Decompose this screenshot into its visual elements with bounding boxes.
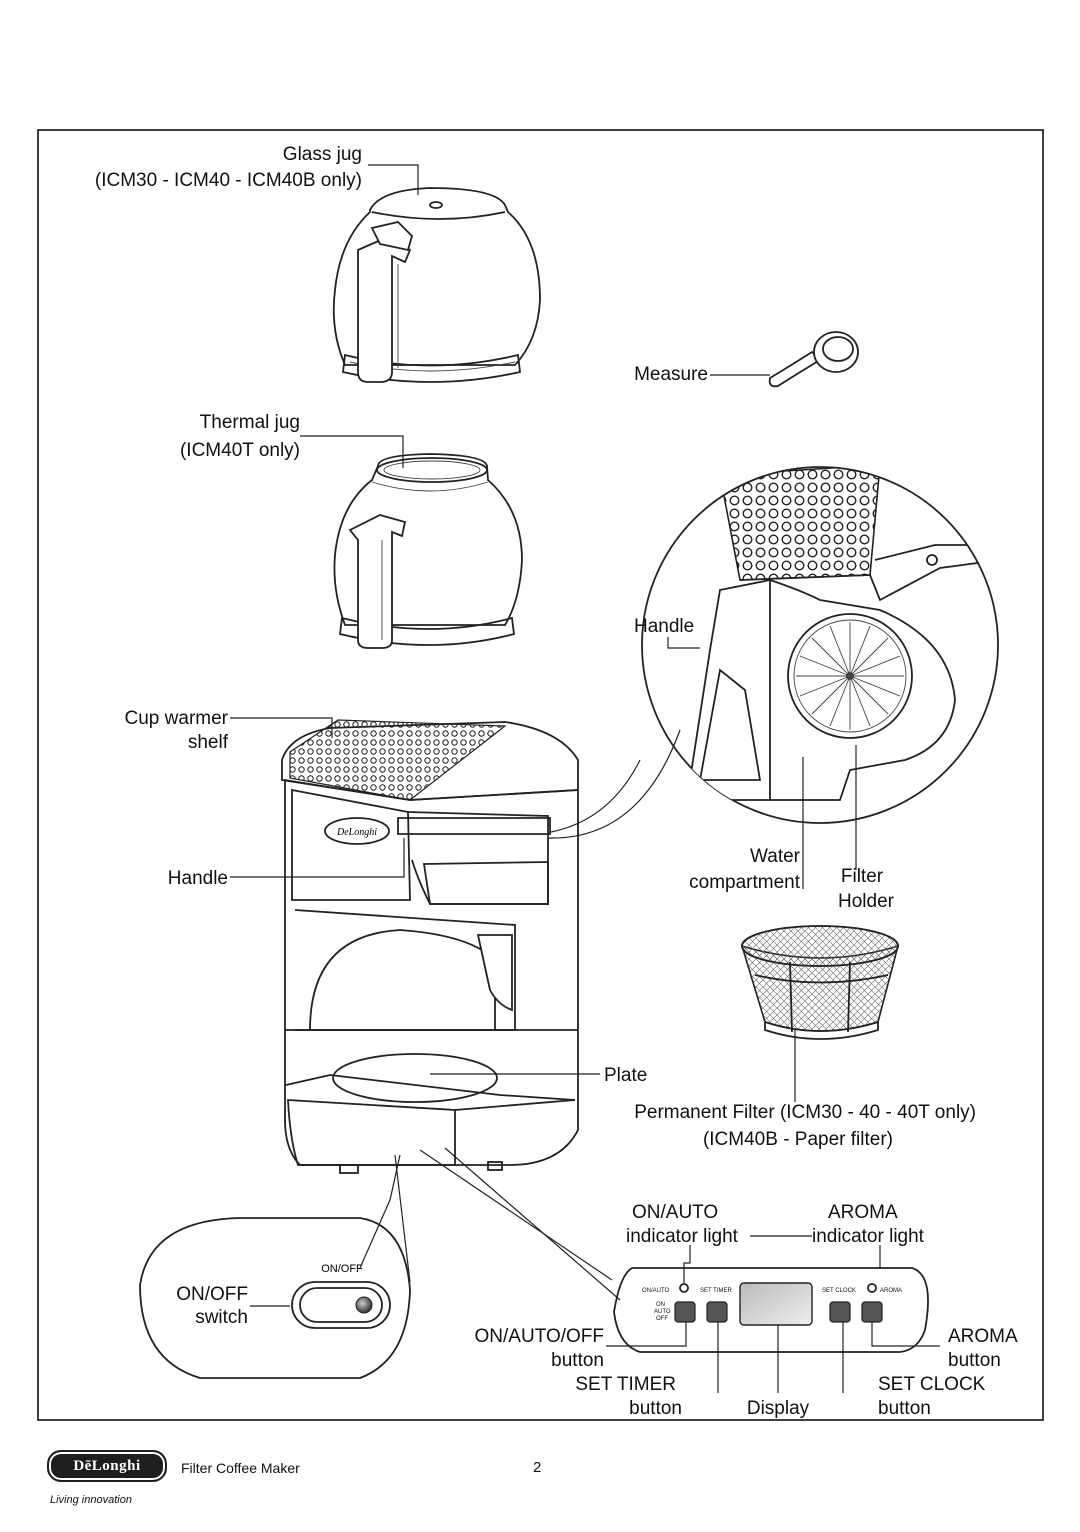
- page-frame: [37, 129, 1044, 1421]
- thermal-jug-label: Thermal jug: [200, 412, 300, 433]
- cup-warmer-label: Cup warmer: [125, 708, 229, 729]
- handle-label: Handle: [168, 868, 228, 889]
- set-clock-label: SET CLOCK: [878, 1374, 986, 1395]
- panel-aroma-label: AROMA: [880, 1288, 902, 1294]
- panel-off-text: OFF: [656, 1316, 668, 1322]
- set-timer-word: button: [629, 1398, 682, 1419]
- filter-holder-zoom: [641, 466, 999, 824]
- measure-spoon-illustration: [768, 331, 859, 388]
- onoff-switch-zoom: ON/OFF: [139, 1217, 411, 1379]
- machine-brand: DeLonghi: [336, 827, 377, 838]
- handle-zoom-label: Handle: [634, 616, 694, 637]
- on-auto-off-button-label: ON/AUTO/OFF: [475, 1326, 604, 1347]
- control-panel-illustration: ON/AUTO SET TIMER SET CLOCK AROMA ON AUT…: [613, 1267, 929, 1353]
- aroma-indicator-label: indicator light: [812, 1226, 925, 1247]
- logo-text: DēLonghi: [73, 1458, 141, 1474]
- permanent-filter-label: Permanent Filter (ICM30 - 40 - 40T only): [634, 1102, 976, 1123]
- set-clock-button[interactable]: [829, 1301, 851, 1323]
- tagline: Living innovation: [50, 1494, 132, 1506]
- set-timer-button[interactable]: [706, 1301, 728, 1323]
- on-auto-indicator-light: [679, 1283, 689, 1293]
- thermal-jug-illustration: [333, 453, 523, 649]
- glass-jug-label: Glass jug: [283, 144, 362, 165]
- panel-set-timer-label: SET TIMER: [700, 1288, 732, 1294]
- panel-display: [739, 1282, 813, 1326]
- paper-filter-label: (ICM40B - Paper filter): [703, 1129, 893, 1150]
- aroma-button-label: AROMA: [948, 1326, 1018, 1347]
- onoff-switch-word-label: switch: [195, 1307, 248, 1328]
- aroma-indicator-light: [867, 1283, 877, 1293]
- on-auto-indicator-label: indicator light: [626, 1226, 739, 1247]
- panel-auto-text: AUTO: [654, 1309, 671, 1315]
- cup-warmer-shelf-label: shelf: [188, 732, 229, 753]
- panel-on-text: ON: [656, 1302, 665, 1308]
- filter-holder-label: Holder: [838, 891, 895, 912]
- glass-jug-illustration: [332, 187, 541, 383]
- onoff-switch-label: ON/OFF: [176, 1284, 248, 1305]
- permanent-filter-illustration: [740, 925, 900, 1040]
- aroma-button-word: button: [948, 1350, 1001, 1371]
- delonghi-logo: DēLonghi: [47, 1450, 167, 1482]
- aroma-label: AROMA: [828, 1202, 898, 1223]
- glass-jug-models-label: (ICM30 - ICM40 - ICM40B only): [95, 170, 362, 191]
- onoff-switch-knob[interactable]: [355, 1296, 373, 1314]
- page-number: 2: [533, 1459, 542, 1476]
- on-auto-label: ON/AUTO: [632, 1202, 718, 1223]
- coffee-maker-illustration: DeLonghi: [281, 719, 579, 1174]
- water-compartment-label: compartment: [689, 872, 801, 893]
- footer-title: Filter Coffee Maker: [181, 1460, 300, 1476]
- display-label: Display: [747, 1398, 810, 1419]
- filter-label: Filter: [841, 866, 884, 887]
- aroma-button[interactable]: [861, 1301, 883, 1323]
- panel-set-clock-label: SET CLOCK: [822, 1288, 856, 1294]
- onoff-switch-small-label: ON/OFF: [321, 1263, 363, 1275]
- set-clock-word: button: [878, 1398, 931, 1419]
- thermal-jug-models-label: (ICM40T only): [180, 440, 300, 461]
- on-auto-off-button-word: button: [551, 1350, 604, 1371]
- plate-label: Plate: [604, 1065, 647, 1086]
- set-timer-label: SET TIMER: [575, 1374, 676, 1395]
- measure-label: Measure: [634, 364, 708, 385]
- on-auto-off-button[interactable]: [674, 1301, 696, 1323]
- water-label: Water: [750, 846, 801, 867]
- panel-on-auto-label: ON/AUTO: [642, 1288, 670, 1294]
